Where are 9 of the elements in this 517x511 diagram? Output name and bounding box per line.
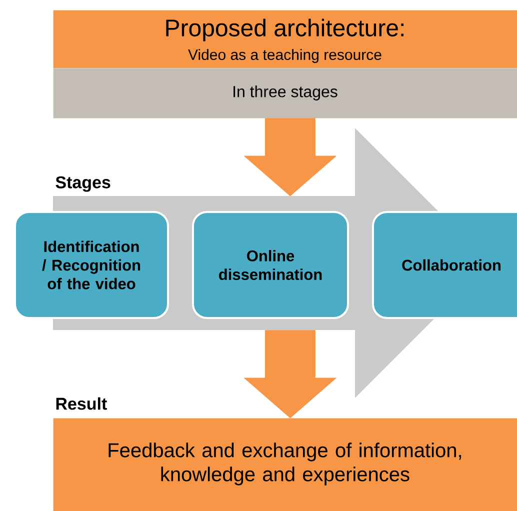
stage-box: Online dissemination <box>192 211 349 319</box>
stage-box: Collaboration <box>372 211 517 319</box>
subtitle-band: In three stages <box>53 68 517 118</box>
title-box: Proposed architecture: Video as a teaching resource <box>53 10 517 68</box>
node-label: Result <box>56 397 107 410</box>
stage-box: Identification / Recognition of the video <box>14 211 169 319</box>
result-box: Feedback and exchange of information, knowledge and experiences Result <box>53 397 517 511</box>
block-arrow <box>244 330 336 418</box>
block-arrow <box>244 118 336 196</box>
